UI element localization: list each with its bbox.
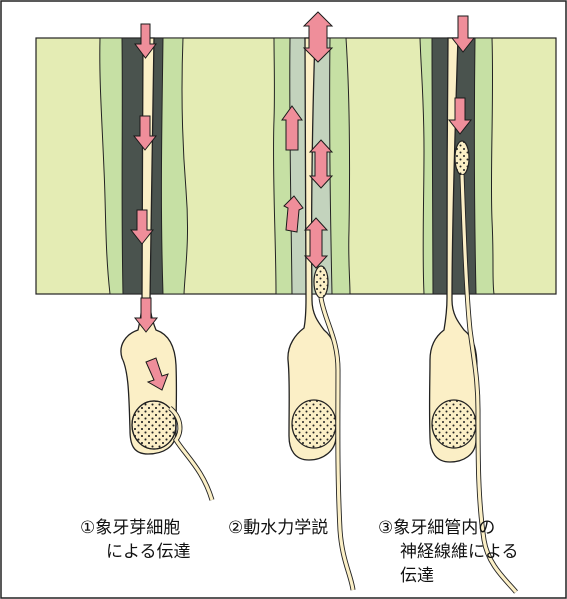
caption-2: ②動水力学説: [228, 516, 328, 540]
caption-3-line-1: ③象牙細管内の: [378, 516, 519, 540]
caption-3-line-2: 神経線維による: [378, 540, 519, 564]
caption-1-line-1: ①象牙芽細胞: [80, 516, 191, 540]
caption-2-line-1: ②動水力学説: [228, 516, 328, 540]
caption-1: ①象牙芽細胞 による伝達: [80, 516, 191, 564]
caption-1-line-2: による伝達: [80, 540, 191, 564]
caption-3: ③象牙細管内の 神経線維による 伝達: [378, 516, 519, 588]
caption-3-line-3: 伝達: [378, 564, 519, 588]
